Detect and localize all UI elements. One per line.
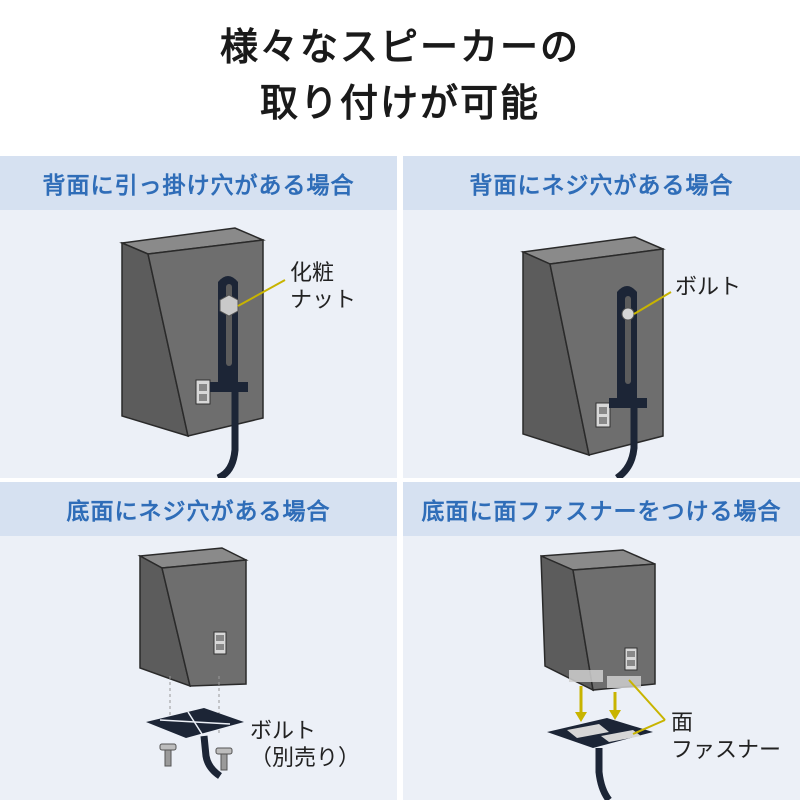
panel-heading: 背面にネジ穴がある場合	[403, 156, 800, 210]
callout-line: （別売り）	[250, 746, 361, 771]
callout-hook-and-loop: 面 ファスナー	[671, 710, 781, 764]
panel-heading: 背面に引っ掛け穴がある場合	[0, 156, 397, 210]
callout-line: ボルト	[250, 719, 317, 744]
callout-line: ナット	[290, 288, 357, 313]
panel-rear-hook-hole: 背面に引っ掛け穴がある場合 化粧 ナット	[0, 156, 397, 478]
speaker-rear-bolt-illustration	[520, 236, 672, 478]
panel-bottom-screw-hole: 底面にネジ穴がある場合 ボルト （別売り）	[0, 482, 397, 800]
panel-bottom-fastener: 底面に面ファスナーをつける場合 面 ファスナー	[403, 482, 800, 800]
page-title-line-1: 様々なスピーカーの	[219, 25, 580, 69]
callout-bolt-sold-separately: ボルト （別売り）	[250, 718, 360, 772]
panel-heading: 底面にネジ穴がある場合	[0, 482, 397, 536]
panel-heading: 底面に面ファスナーをつける場合	[403, 482, 800, 536]
speaker-rear-hook-illustration	[119, 227, 286, 478]
speaker-bottom-fastener-illustration	[540, 549, 666, 800]
callout-bolt: ボルト	[675, 274, 741, 301]
callout-decorative-nut: 化粧 ナット	[290, 260, 356, 314]
page-title: 様々なスピーカーの 取り付けが可能	[0, 0, 800, 150]
speaker-bottom-bolt-illustration	[137, 547, 249, 779]
panel-rear-screw-hole: 背面にネジ穴がある場合 ボルト	[403, 156, 800, 478]
callout-line: 化粧	[290, 261, 335, 286]
page-title-line-2: 取り付けが可能	[259, 81, 540, 125]
callout-line: ファスナー	[671, 738, 782, 763]
callout-line: 面	[671, 711, 694, 736]
callout-line: ボルト	[675, 275, 742, 300]
